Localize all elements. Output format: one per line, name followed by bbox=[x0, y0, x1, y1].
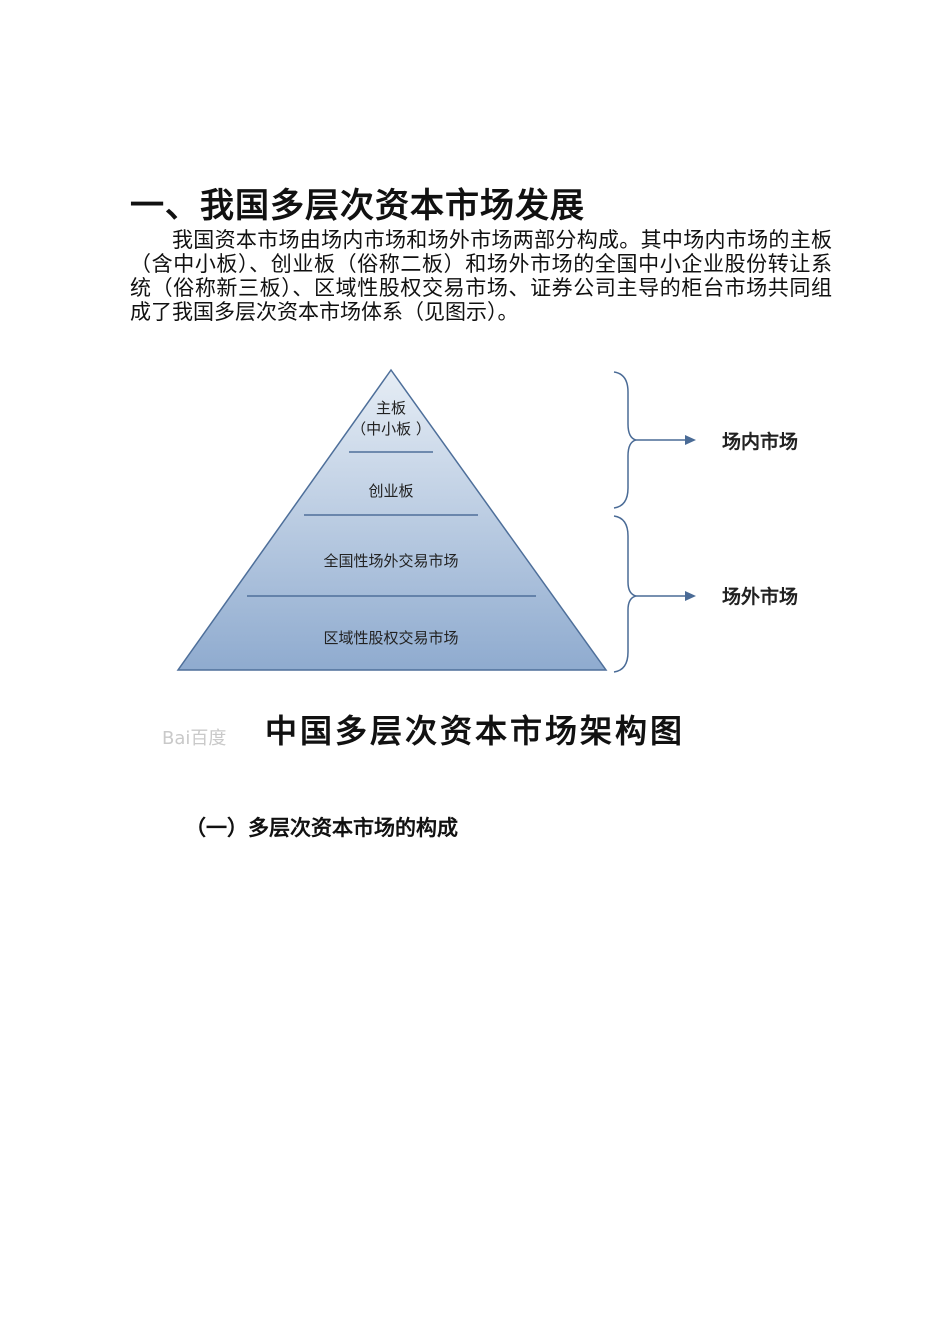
figure-caption: 中国多层次资本市场架构图 bbox=[265, 712, 685, 750]
tier-growth-board-label: 创业板 bbox=[368, 482, 413, 500]
pyramid-diagram: 主板 （中小板 ） 创业板 全国性场外交易市场 区域性股权交易市场 场内市场 场… bbox=[162, 368, 798, 750]
section-heading: 一、我国多层次资本市场发展 bbox=[130, 186, 585, 226]
off-exchange-arrow-head bbox=[685, 591, 696, 601]
tier-main-board-label: 主板 bbox=[376, 399, 406, 417]
subsection-heading: （一）多层次资本市场的构成 bbox=[185, 815, 458, 840]
off-exchange-label: 场外市场 bbox=[722, 585, 798, 608]
tier-regional-equity-label: 区域性股权交易市场 bbox=[323, 629, 458, 647]
market-structure-figure: 主板 （中小板 ） 创业板 全国性场外交易市场 区域性股权交易市场 场内市场 场… bbox=[150, 362, 850, 762]
intro-paragraph: 我国资本市场由场内市场和场外市场两部分构成。其中场内市场的主板（含中小板）、创业… bbox=[130, 228, 832, 324]
on-exchange-brace bbox=[613, 371, 637, 509]
off-exchange-brace bbox=[613, 515, 637, 673]
baidu-watermark: Bai百度 bbox=[162, 728, 226, 749]
on-exchange-arrow-head bbox=[685, 435, 696, 445]
tier-national-otc-label: 全国性场外交易市场 bbox=[323, 552, 458, 570]
tier-sme-board-label: （中小板 ） bbox=[351, 420, 431, 438]
on-exchange-label: 场内市场 bbox=[722, 430, 798, 453]
pyramid-shape bbox=[176, 368, 608, 671]
